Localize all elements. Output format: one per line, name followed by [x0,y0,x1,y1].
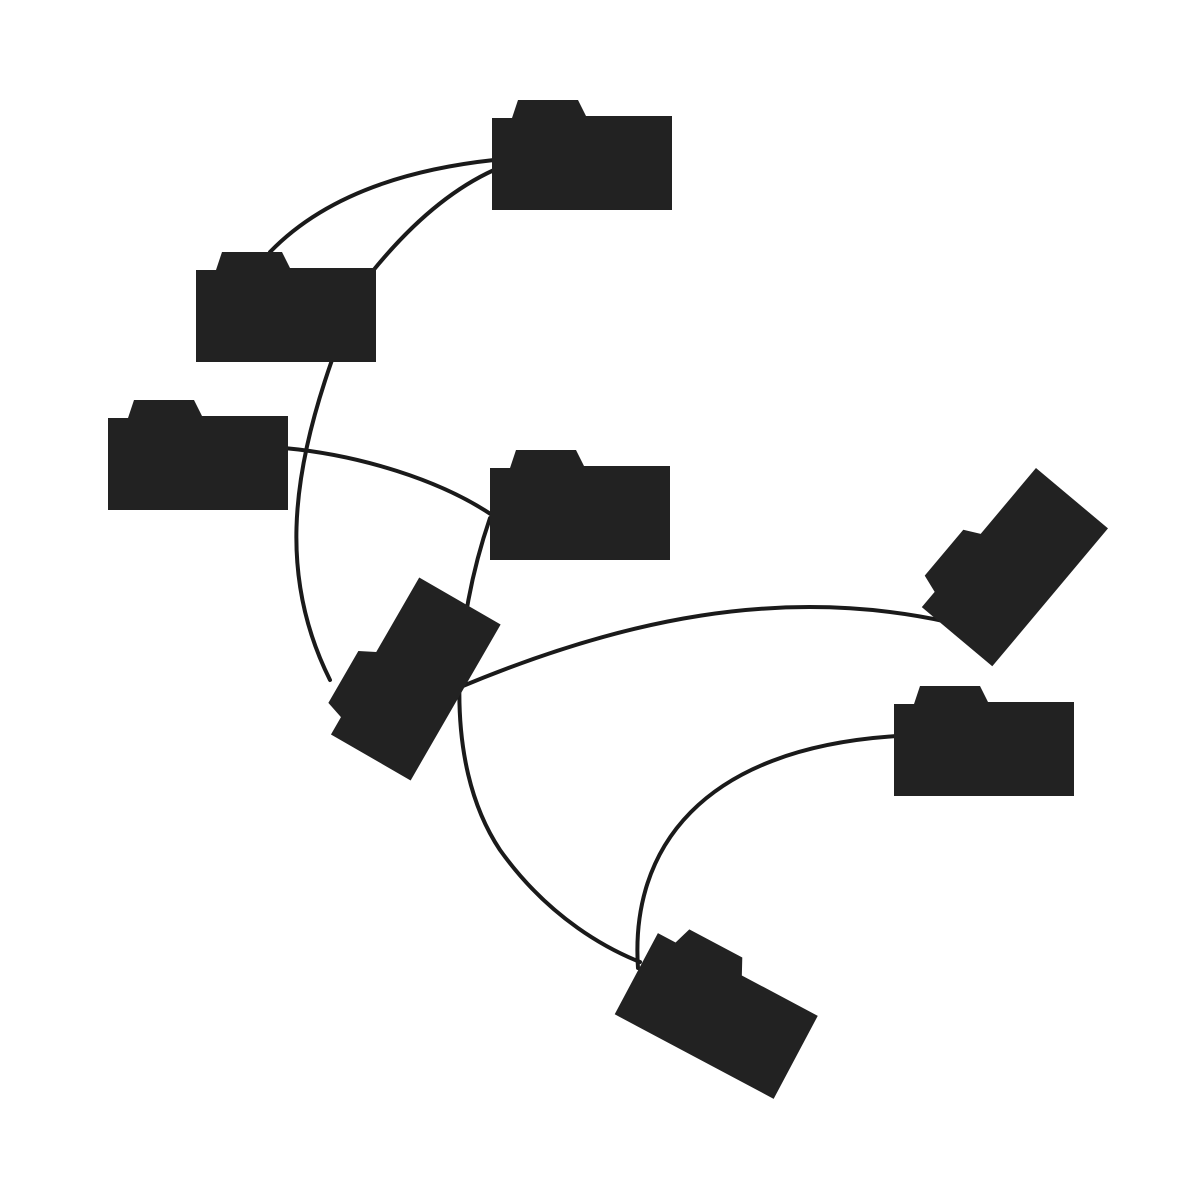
link-bottom-right [635,734,900,970]
folder-icon[interactable] [315,569,501,781]
link-tilted-righttilted [456,605,950,690]
folder-icon[interactable] [492,100,672,210]
folder-icon[interactable] [894,686,1074,796]
link-upperleft-tilted [294,358,334,682]
link-upperleft-top-a [268,158,496,254]
folder-icon[interactable] [196,252,376,362]
folder-icon[interactable] [490,450,670,560]
link-left-center [282,446,494,517]
folder-icon[interactable] [614,917,826,1099]
link-upperleft-top-b [370,168,496,274]
folder-icon[interactable] [108,400,288,510]
folder-icon[interactable] [908,457,1108,667]
link-center-bottom [457,516,642,964]
